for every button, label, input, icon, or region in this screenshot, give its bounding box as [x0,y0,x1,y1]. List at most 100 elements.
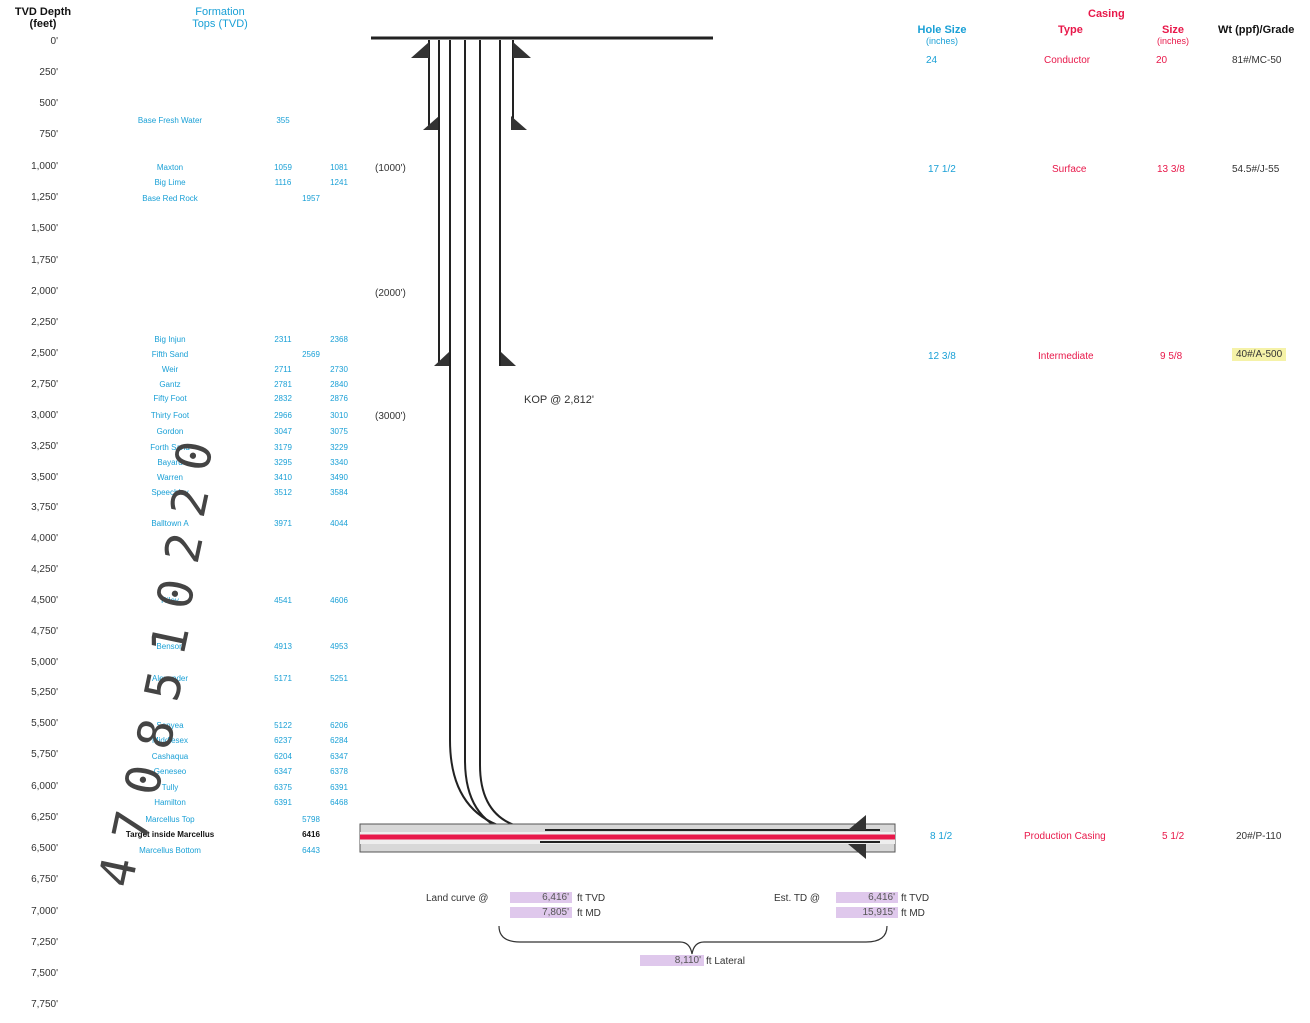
depth-label: 3,000' [31,410,58,421]
depth-label: 2,250' [31,317,58,328]
size-intermediate: 9 5/8 [1160,351,1183,362]
depth-label: 1,250' [31,192,58,203]
formation-top: 3410 [274,473,292,482]
formation-name: Geneseo [153,767,187,776]
depth-label: 0' [50,36,58,47]
formation-subtitle: Tops (TVD) [192,18,248,30]
est-td-label: Est. TD @ [774,893,821,904]
formation-top: 1116 [274,178,292,187]
hole-size-intermediate: 12 3/8 [928,351,956,362]
type-conductor: Conductor [1044,55,1091,66]
formation-name: Balltown A [151,519,189,528]
formation-bottom: 6378 [330,767,348,776]
est-td-tvd: 6,416' [836,892,898,903]
formation-header: Formation Tops (TVD) [180,6,260,30]
formation-bottom: 6443 [302,846,320,855]
grade-intermediate: 40#/A-500 [1232,348,1287,361]
formation-name: Cashaqua [151,752,189,761]
conductor-shoe-left-top [411,42,429,58]
depth-label: 4,750' [31,626,58,637]
depth-label: 4,000' [31,533,58,544]
formation-bottom: 4606 [330,596,348,605]
depth-label: 7,250' [31,937,58,948]
formation-bottom: 1957 [302,194,320,203]
formation-title: Formation [195,6,245,18]
depth-label: 2,000' [31,286,58,297]
formation-top: 4541 [274,596,292,605]
formation-bottom: 3010 [330,411,348,420]
formation-name: Thirty Foot [150,411,190,420]
tvd-depth-header: TVD Depth (feet) [8,6,78,30]
formation-name: Maxton [156,163,184,172]
land-curve-label: Land curve @ [426,893,489,904]
formation-bottom: 6416 [302,830,320,839]
formation-bottom: 6468 [330,798,348,807]
formation-bottom: 1081 [330,163,348,172]
depth-label: 4,500' [31,595,58,606]
depth-label: 1,500' [31,223,58,234]
hole-size-unit: (inches) [925,36,958,46]
formation-bottom: 3584 [330,488,348,497]
hole-size-conductor: 24 [926,55,938,66]
depth-label: 6,000' [31,781,58,792]
formation-top: 3512 [274,488,292,497]
land-curve-tvd: 6,416' [510,892,572,903]
formation-top: 6375 [274,783,292,792]
formation-bottom: 6347 [330,752,348,761]
formation-name: Big Lime [154,178,186,187]
hole-size-production: 8 1/2 [930,831,953,842]
lateral-unit: ft Lateral [706,956,745,967]
formation-bottom: 2368 [330,335,348,344]
formation-top: 6237 [274,736,292,745]
land-curve-tvd-unit: ft TVD [577,893,606,904]
formation-name: Benson [156,642,184,651]
lateral-brace [498,925,888,955]
formation-bottom: 5798 [302,815,320,824]
depth-label: 1,750' [31,255,58,266]
formation-name: Middlesex [151,736,188,745]
formation-name: Gantz [159,380,181,389]
depth-label: 2,750' [31,379,58,390]
depth-label: 7,000' [31,906,58,917]
depth-label: 1,000' [31,161,58,172]
conductor-shoe-right-top [513,42,531,58]
type-surface: Surface [1052,164,1087,175]
depth-label: 5,750' [31,749,58,760]
type-production: Production Casing [1024,831,1106,842]
formation-name: Forth Sand [150,443,190,452]
casing-header: Casing [1088,8,1125,20]
depth-label: 4,250' [31,564,58,575]
formation-name: Marcellus Bottom [139,846,201,855]
formation-top: 355 [276,116,290,125]
type-intermediate: Intermediate [1038,351,1094,362]
size-production: 5 1/2 [1162,831,1185,842]
formation-top: 6204 [274,752,292,761]
size-header: Size (inches) [1148,24,1198,46]
formation-top: 3295 [274,458,292,467]
formation-top: 3047 [274,427,292,436]
formation-name: Gordon [156,427,184,436]
formation-top: 2832 [274,394,292,403]
production-outer-2 [464,40,541,837]
toe-shoe-top [848,815,866,830]
tvd-depth-title: TVD Depth [14,6,72,18]
formation-bottom: 6206 [330,721,348,730]
formation-name: Warren [157,473,183,482]
formation-name: Alexander [151,674,189,683]
hole-size-header: Hole Size (inches) [910,24,974,46]
formation-name: Sonyea [156,721,184,730]
formation-top: 1059 [274,163,292,172]
formation-name: Tully [161,783,179,792]
kop-label: KOP @ 2,812' [524,394,594,406]
intermediate-shoe-left [434,352,449,366]
depth-label: 3,500' [31,472,58,483]
tvd-depth-unit: (feet) [29,18,57,30]
depth-label: 5,250' [31,687,58,698]
formation-name: Fifty Foot [153,394,187,403]
wt-grade-header: Wt (ppf)/Grade [1218,24,1295,36]
conductor-shoe-left [423,116,439,130]
formation-name: Bayard [157,458,183,467]
type-header: Type [1058,24,1083,36]
depth-label: 500' [39,98,58,109]
